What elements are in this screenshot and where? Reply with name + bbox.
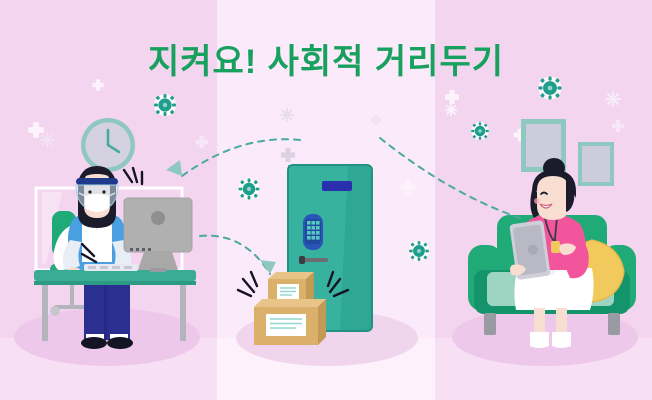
sofa-leg — [608, 313, 620, 335]
tablet[interactable] — [509, 220, 551, 280]
arrow-home-to-mid — [379, 137, 521, 219]
emphasis-lines-torso — [80, 242, 98, 264]
monitor-port-lights — [130, 248, 151, 251]
arrow-office-to-mid — [199, 234, 276, 275]
door-handle[interactable] — [299, 256, 328, 264]
wall-clock — [81, 118, 135, 172]
emphasis-lines-head — [122, 166, 144, 186]
impact-lines-left — [236, 270, 259, 298]
id-badge — [551, 241, 560, 253]
sofa-leg — [484, 313, 496, 335]
worker-head — [75, 166, 119, 228]
scene-office-worker — [34, 118, 196, 349]
scene-home-relaxing — [468, 119, 636, 348]
monitor — [123, 197, 193, 272]
lanyard — [544, 217, 558, 243]
arrow-mid-to-office — [166, 138, 301, 177]
desk — [34, 270, 196, 341]
sofa-cushion-left — [487, 272, 523, 306]
impact-lines-right — [326, 270, 350, 298]
parcel-box-large — [254, 299, 326, 345]
page-title: 지켜요! 사회적 거리두기 — [147, 43, 504, 81]
digital-keypad-lock[interactable] — [303, 214, 323, 250]
scene-contactless-delivery — [236, 164, 373, 345]
door-sign — [322, 181, 352, 191]
woman-head — [530, 158, 576, 220]
picture-frame-small — [578, 142, 614, 186]
keyboard — [84, 264, 138, 271]
sock — [530, 332, 549, 348]
sock — [552, 332, 571, 348]
